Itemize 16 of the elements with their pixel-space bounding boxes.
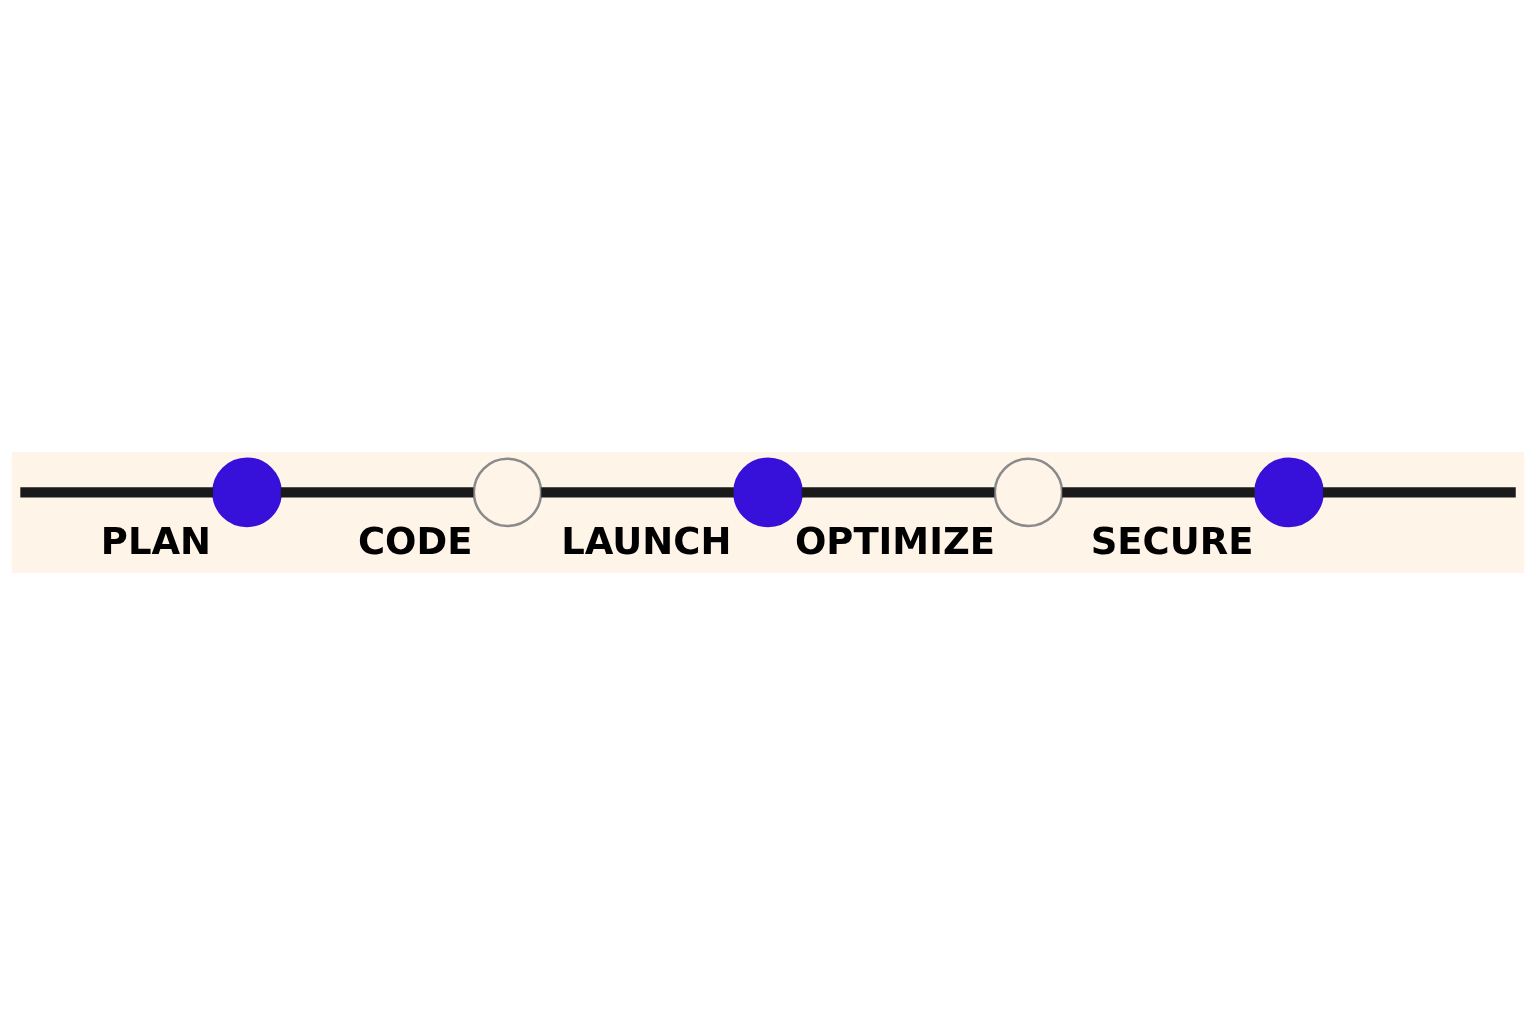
- node-label: OPTIMIZE: [794, 519, 995, 563]
- connector: [1322, 486, 1516, 497]
- node-label: PLAN: [100, 519, 212, 563]
- connector: [801, 486, 995, 497]
- node-label: CODE: [357, 519, 473, 563]
- node-label: LAUNCH: [561, 519, 732, 563]
- node-label: SECURE: [1090, 519, 1254, 563]
- node-circle: [993, 456, 1064, 527]
- connector: [280, 486, 474, 497]
- node-circle: [212, 456, 282, 527]
- node-circle: [472, 456, 543, 527]
- connector: [1062, 486, 1255, 497]
- connector: [20, 486, 214, 497]
- node-circle: [1254, 456, 1324, 527]
- node-circle: [733, 456, 803, 527]
- connector: [541, 486, 734, 497]
